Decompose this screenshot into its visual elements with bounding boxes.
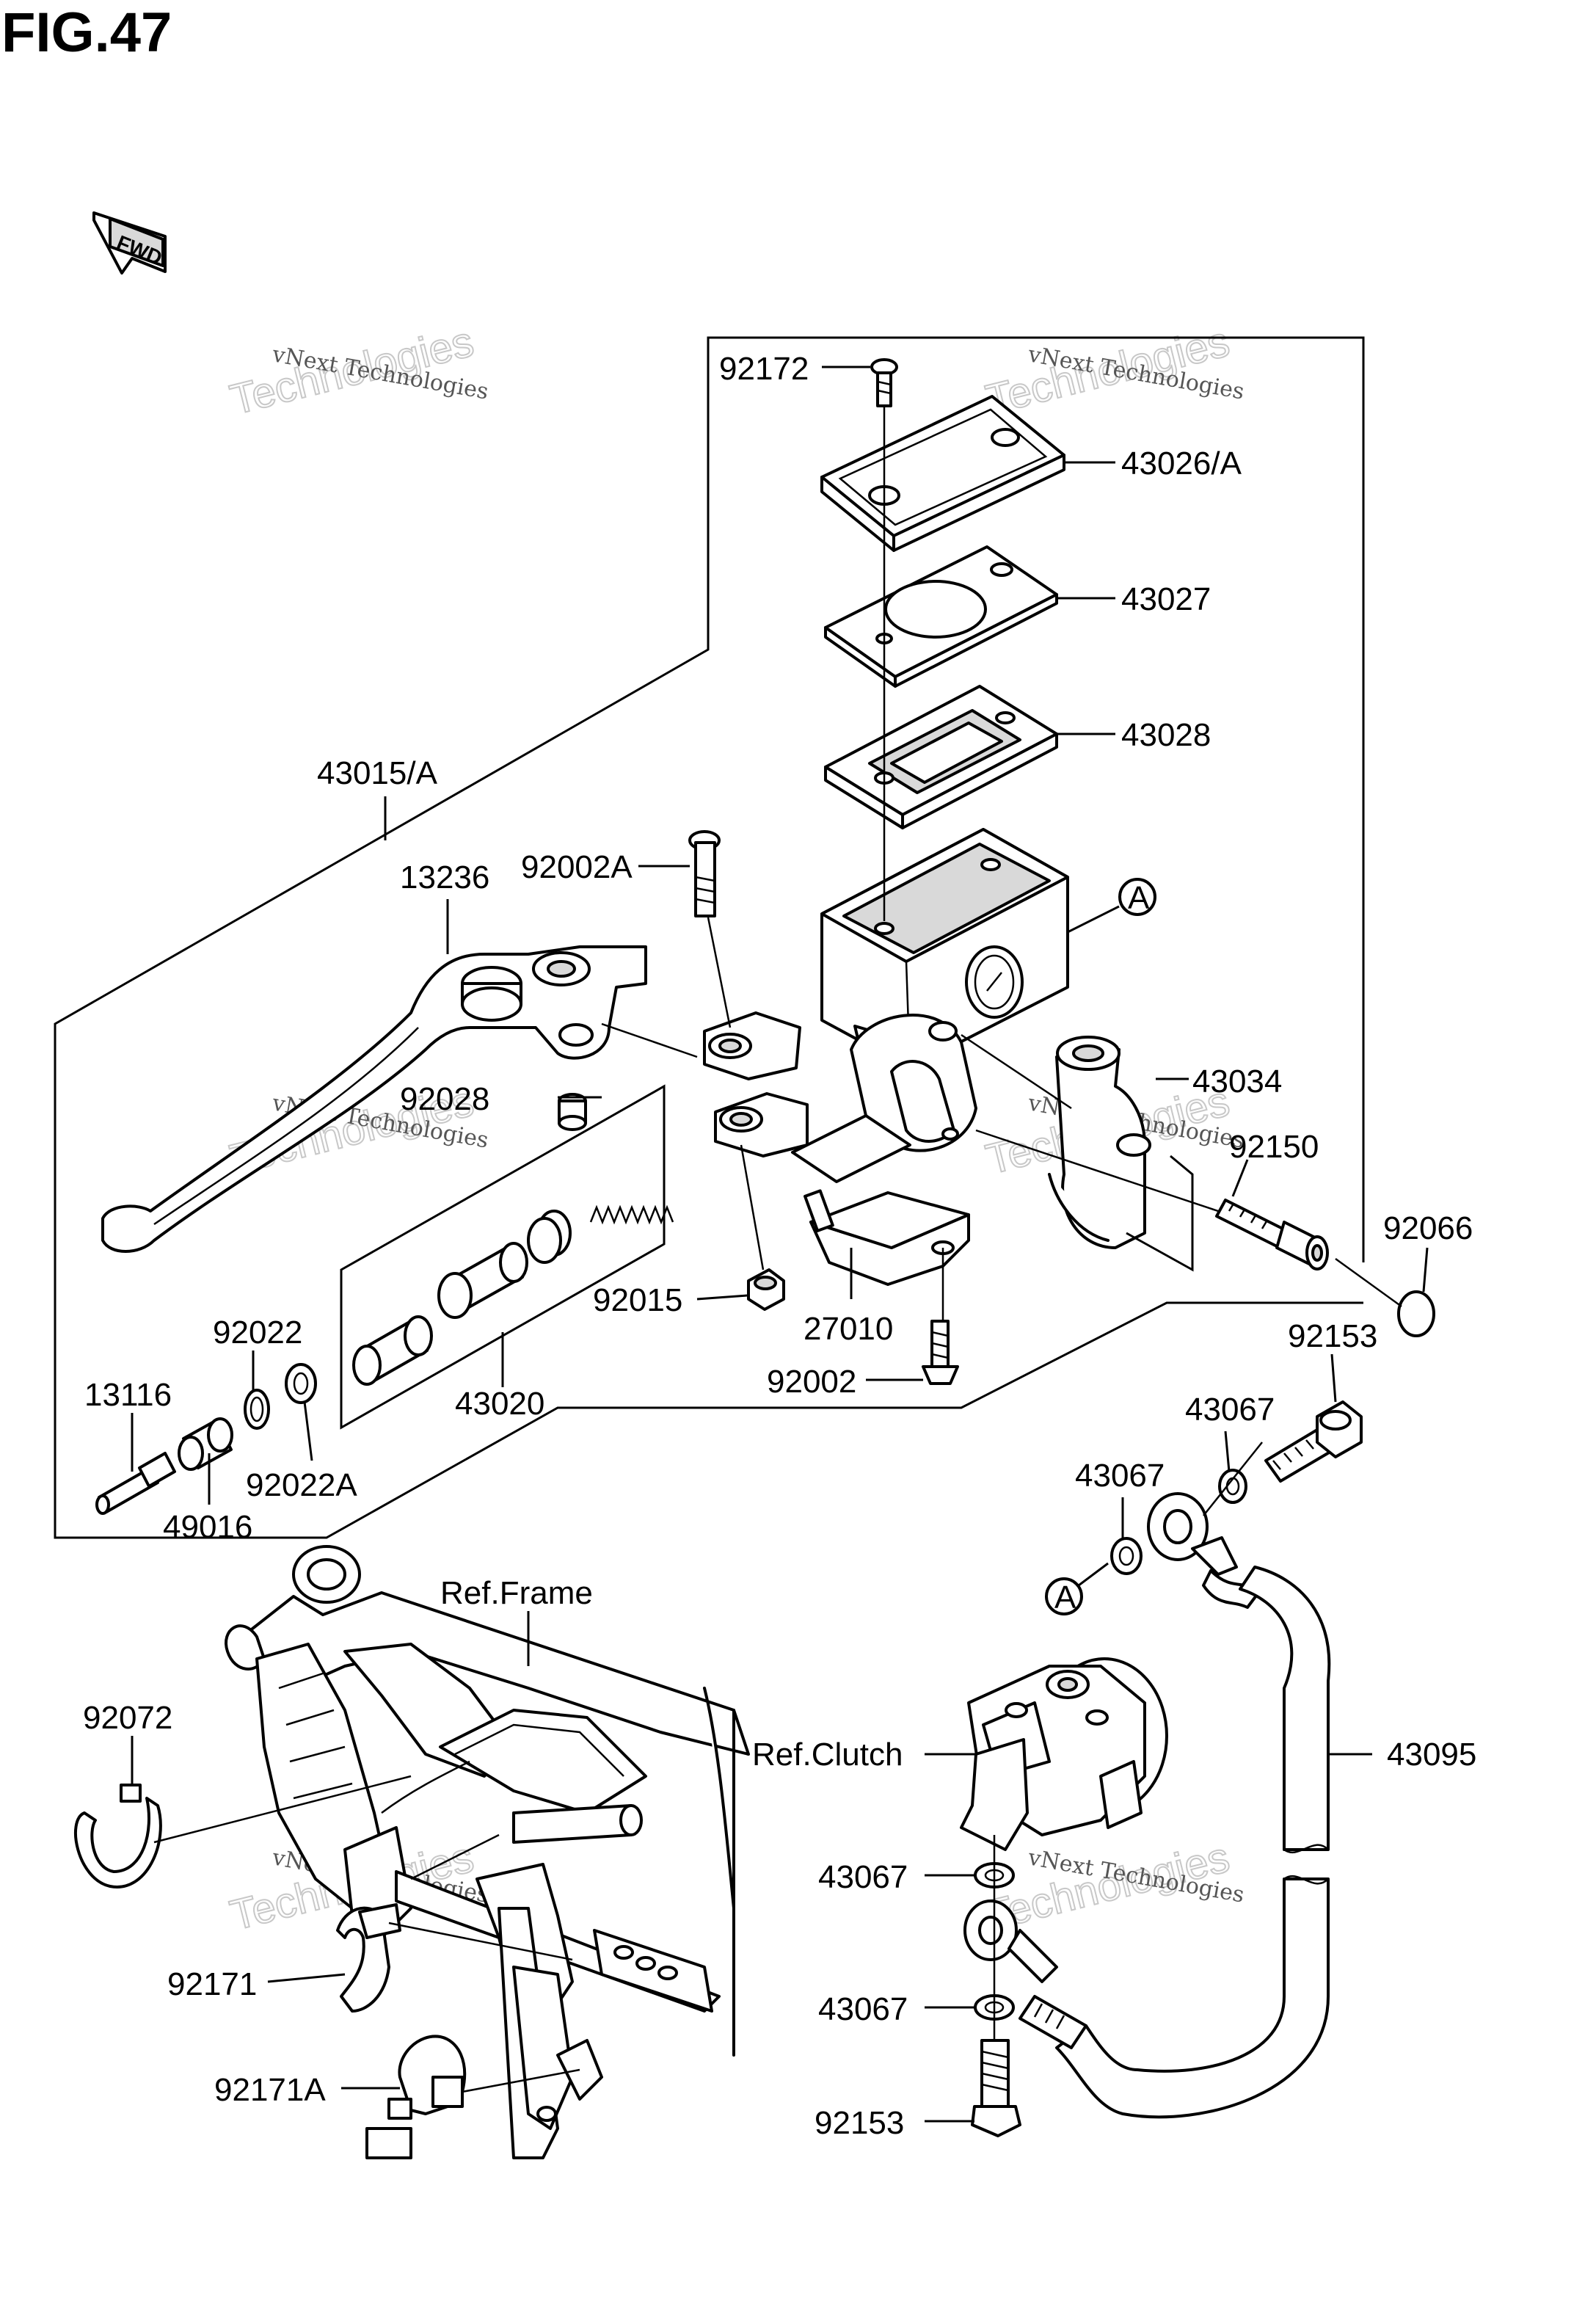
label-92172: 92172: [719, 351, 809, 387]
boot-49016: [178, 1417, 233, 1471]
band-92072: [73, 1784, 162, 1889]
label-43067-a: 43067: [1185, 1392, 1275, 1428]
washer-92022A: [285, 1363, 317, 1404]
reservoir-plate: [824, 545, 1058, 688]
label-92171A: 92171A: [214, 2072, 326, 2108]
master-cylinder-body: [703, 828, 1069, 1183]
part-labels: 92172 43026/A 43027 43028 43015/A 13236 …: [83, 351, 1476, 2141]
label-92002: 92002: [767, 1364, 856, 1400]
label-43034: 43034: [1192, 1064, 1282, 1099]
label-43027: 43027: [1121, 581, 1211, 617]
figure-title: FIG.47: [1, 1, 172, 64]
label-ref-frame: Ref.Frame: [440, 1575, 593, 1611]
nut-92015: [747, 1268, 785, 1311]
piston-kit-outline: [340, 1084, 666, 1430]
piston-seal: [352, 1315, 433, 1386]
assembly-outline: [54, 336, 1365, 1539]
label-43015A: 43015/A: [317, 755, 438, 791]
clamp-43034: [1048, 1036, 1151, 1249]
frame: [225, 1545, 750, 2159]
piston-spring: [589, 1204, 674, 1225]
clutch-hose-43095: [1019, 1566, 1331, 2119]
label-92022A: 92022A: [246, 1467, 357, 1503]
screw-92002: [922, 1320, 959, 1385]
screw-92172: [870, 358, 898, 407]
banjo-bolt-92153-lower: [971, 2039, 1021, 2137]
leader-lines: [131, 366, 1429, 2123]
label-49016: 49016: [163, 1509, 252, 1545]
washer-43067-b: [1110, 1537, 1143, 1575]
pivot-bolt-92002A: [688, 830, 721, 917]
label-92150: 92150: [1229, 1129, 1319, 1165]
cap-92066: [1397, 1290, 1435, 1337]
label-43026A: 43026/A: [1121, 446, 1242, 481]
label-92002A: 92002A: [521, 849, 633, 885]
label-92153-upper: 92153: [1288, 1318, 1377, 1354]
switch-27010: [804, 1189, 970, 1286]
clamp-92171: [336, 1903, 401, 2013]
label-92028: 92028: [400, 1081, 489, 1117]
label-ref-clutch: Ref.Clutch: [752, 1737, 903, 1773]
bushing-92028: [558, 1093, 587, 1131]
label-92072: 92072: [83, 1700, 172, 1736]
banjo-bolt-92153-upper: [1264, 1400, 1363, 1483]
reservoir-cap: [820, 395, 1065, 552]
piston-cup: [527, 1210, 572, 1264]
bolt-92150: [1215, 1199, 1329, 1270]
clutch-lever-13236: [101, 945, 647, 1253]
label-13116: 13116: [84, 1377, 172, 1413]
piston: [437, 1242, 528, 1319]
label-92171: 92171: [167, 1966, 257, 2002]
label-27010: 27010: [804, 1311, 893, 1347]
label-43067-b: 43067: [1075, 1458, 1165, 1494]
svg-text:A: A: [1054, 1579, 1076, 1615]
hose-fitting-upper: [1147, 1492, 1260, 1609]
fwd-arrow-icon: FWD: [92, 211, 167, 275]
label-92153-lower: 92153: [815, 2105, 904, 2141]
label-43095: 43095: [1387, 1737, 1476, 1773]
label-92015: 92015: [593, 1282, 682, 1318]
hose-fitting-lower: [963, 1900, 1058, 1983]
reservoir-diaphragm: [824, 685, 1058, 829]
svg-text:A: A: [1128, 880, 1150, 916]
label-92066: 92066: [1383, 1210, 1473, 1246]
washer-43067-a: [1218, 1469, 1247, 1504]
label-43067-c: 43067: [818, 1859, 908, 1895]
clutch-slave-cylinder: [960, 1657, 1168, 1851]
label-13236: 13236: [400, 859, 489, 895]
push-rod-13116: [95, 1452, 176, 1515]
label-92022: 92022: [213, 1315, 302, 1351]
callout-a-lower: A: [1045, 1577, 1083, 1615]
label-43020: 43020: [455, 1386, 544, 1422]
clamp-43034-bracket: [1126, 1155, 1194, 1272]
label-43028: 43028: [1121, 717, 1211, 753]
circlip-92022: [244, 1389, 270, 1430]
label-43067-d: 43067: [818, 1991, 908, 2027]
clamp-92171A: [387, 2035, 467, 2120]
callout-a-upper: A: [1118, 878, 1156, 916]
